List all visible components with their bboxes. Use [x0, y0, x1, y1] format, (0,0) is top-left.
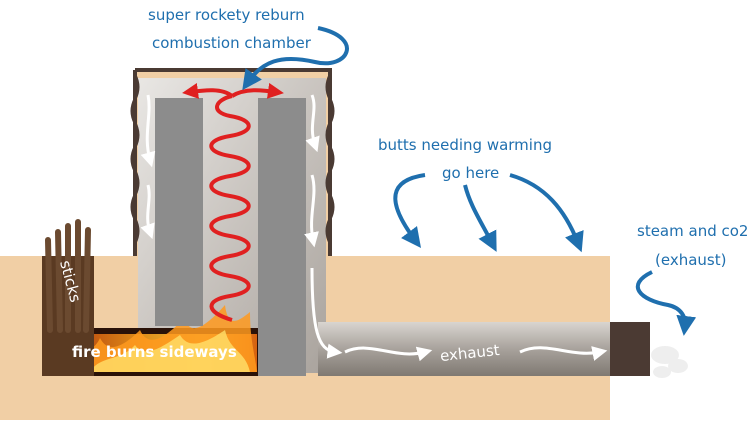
chamber-label-line1: super rockety reburn [148, 6, 305, 24]
flow-arrow-corner [310, 267, 343, 359]
flame-split-left [182, 83, 234, 99]
fire-label: fire burns sideways [72, 343, 237, 361]
butts-arrow-left [393, 173, 426, 249]
flow-arrow-right-top [305, 94, 320, 153]
flame-spiral [209, 94, 251, 322]
flue-cap [610, 322, 650, 376]
chamber-frame-wavy-right [325, 74, 335, 244]
sticks-bundle [45, 219, 91, 333]
chamber-frame-wavy-left [130, 74, 140, 244]
chamber-label-line2: combustion chamber [152, 34, 312, 52]
steam-pointer-arrow [635, 270, 697, 336]
flow-arrow-channel-2 [519, 346, 608, 361]
butts-label-line2: go here [442, 164, 499, 182]
flow-arrow-left-lower [140, 184, 155, 240]
flow-arrow-right-mid [304, 174, 319, 248]
flame-split-right [230, 82, 284, 99]
butts-arrow-right [509, 173, 584, 253]
butts-label-line1: butts needing warming [378, 136, 552, 154]
fire-flames-inner [90, 330, 250, 372]
butts-arrow-middle [463, 184, 497, 252]
steam-label-line2: (exhaust) [655, 251, 726, 269]
left-riser-column [155, 98, 203, 326]
flow-arrow-channel-1 [344, 346, 433, 362]
chamber-pointer-arrow [242, 26, 349, 91]
steam-wisps [651, 346, 688, 378]
steam-label-line1: steam and co2 [637, 222, 748, 240]
right-riser-column [258, 98, 306, 376]
flow-arrow-left-down [140, 94, 156, 168]
